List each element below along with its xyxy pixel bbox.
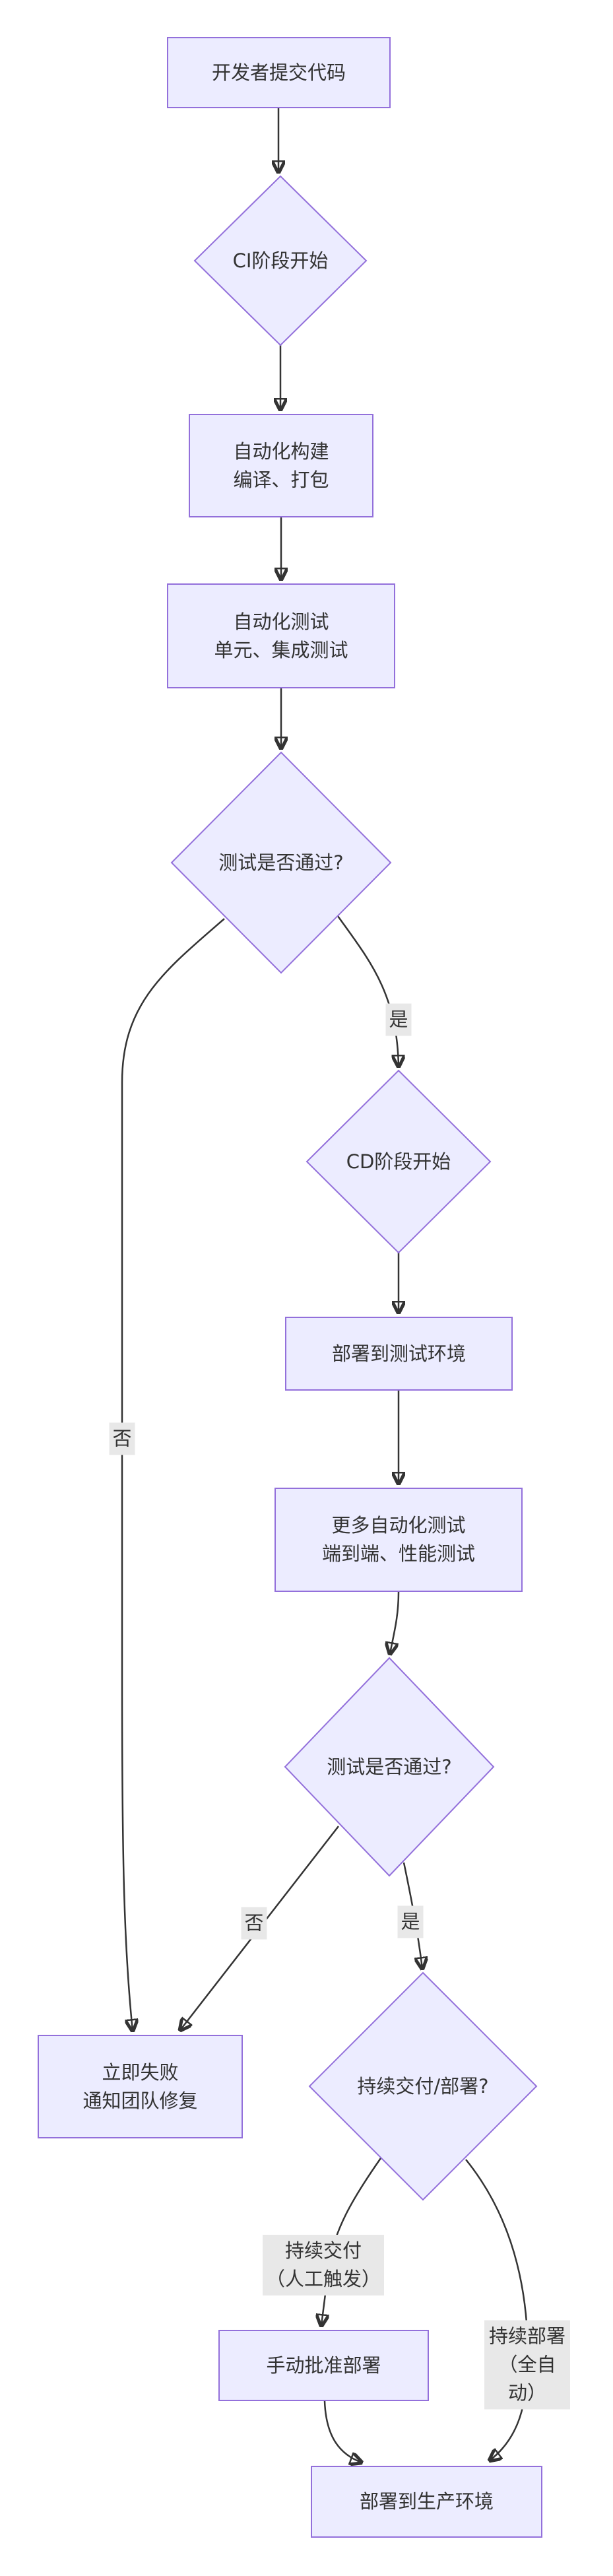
node-fail-notify-team: 立即失败 通知团队修复	[38, 2035, 243, 2138]
node-automated-test: 自动化测试 单元、集成测试	[167, 583, 395, 688]
decision-ci-start: CI阶段开始	[193, 175, 368, 347]
node-deploy-test-env-label: 部署到测试环境	[331, 1342, 466, 1365]
edge-label-no-1: 否	[109, 1422, 135, 1455]
decision-tests-pass-1-shape	[170, 751, 392, 974]
node-deploy-production: 部署到生产环境	[311, 2466, 542, 2538]
edge-label-continuous-deployment-text: 持续部署 （全自动）	[488, 2325, 565, 2404]
edge-label-no-2: 否	[241, 1907, 267, 1940]
node-deploy-test-env: 部署到测试环境	[285, 1317, 513, 1391]
node-automated-build: 自动化构建 编译、打包	[189, 414, 373, 517]
edge-label-yes-1-text: 是	[389, 1008, 408, 1031]
node-automated-test-label: 自动化测试 单元、集成测试	[214, 610, 348, 661]
decision-tests-pass-1-label: 测试是否通过?	[218, 851, 344, 874]
edge-cd-choice-to-deploy-prod	[465, 2159, 529, 2460]
decision-tests-pass-1: 测试是否通过?	[170, 751, 392, 974]
node-manual-approve-deploy: 手动批准部署	[218, 2330, 429, 2401]
decision-cd-start: CD阶段开始	[306, 1069, 492, 1254]
edge-label-no-1-text: 否	[112, 1427, 132, 1450]
node-more-automated-tests-label: 更多自动化测试 端到端、性能测试	[321, 1514, 475, 1565]
edge-more-tests-to-test-pass-2	[390, 1591, 400, 1654]
decision-delivery-or-deployment-label: 持续交付/部署?	[357, 2074, 489, 2097]
node-fail-notify-team-label: 立即失败 通知团队修复	[82, 2061, 198, 2112]
node-manual-approve-deploy-label: 手动批准部署	[266, 2354, 381, 2377]
decision-delivery-or-deployment: 持续交付/部署?	[308, 1971, 538, 2201]
decision-tests-pass-2-label: 测试是否通过?	[327, 1755, 452, 1778]
edge-test-pass-1-yes-to-cd-start	[337, 915, 399, 1067]
decision-tests-pass-2-shape	[284, 1657, 495, 1877]
edge-label-no-2-text: 否	[244, 1911, 264, 1934]
node-commit-code: 开发者提交代码	[167, 37, 391, 108]
node-deploy-production-label: 部署到生产环境	[359, 2490, 494, 2513]
edge-test-pass-1-no-to-fail	[121, 918, 225, 2031]
edge-label-continuous-deployment: 持续部署 （全自动）	[484, 2320, 570, 2410]
edge-manual-approve-to-deploy-prod	[323, 2400, 362, 2462]
edge-label-yes-2: 是	[397, 1905, 424, 1938]
decision-delivery-or-deployment-shape	[308, 1971, 538, 2201]
node-commit-code-label: 开发者提交代码	[211, 61, 346, 84]
node-more-automated-tests: 更多自动化测试 端到端、性能测试	[274, 1488, 523, 1592]
decision-tests-pass-2: 测试是否通过?	[284, 1657, 495, 1877]
edge-label-yes-2-text: 是	[401, 1910, 420, 1933]
decision-cd-start-label: CD阶段开始	[346, 1150, 451, 1173]
edge-label-yes-1: 是	[385, 1003, 412, 1036]
decision-ci-start-shape	[193, 175, 368, 347]
edge-label-continuous-delivery-text: 持续交付 （人工触发）	[265, 2239, 381, 2290]
node-automated-build-label: 自动化构建 编译、打包	[233, 440, 329, 491]
decision-cd-start-shape	[306, 1069, 492, 1254]
decision-ci-start-label: CI阶段开始	[232, 249, 329, 272]
edge-label-continuous-delivery: 持续交付 （人工触发）	[262, 2235, 385, 2295]
